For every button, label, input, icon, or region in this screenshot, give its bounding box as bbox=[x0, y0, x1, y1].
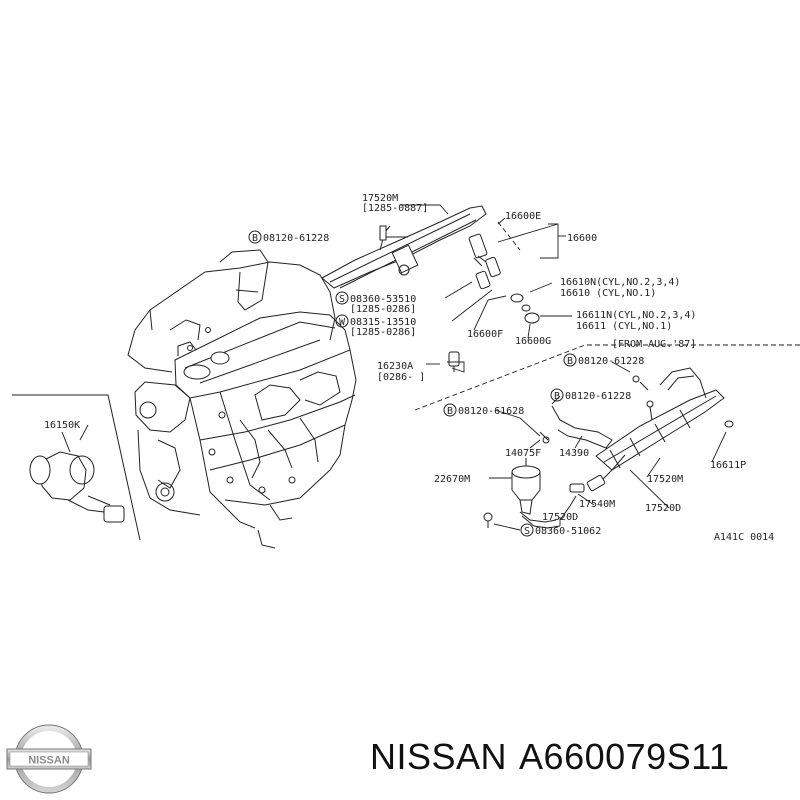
label-17520d-a: 17520D bbox=[645, 503, 681, 514]
fuel-rail-lower bbox=[483, 367, 734, 529]
label-14075f: 14075F bbox=[505, 448, 541, 459]
washer-marker: W bbox=[339, 317, 346, 328]
label-16611p: 16611P bbox=[710, 460, 746, 471]
nissan-logo: NISSAN bbox=[6, 724, 92, 794]
label-17520m-top: 17520M bbox=[362, 193, 398, 204]
label-16230a-range: [0286- ] bbox=[377, 372, 425, 383]
label-14390: 14390 bbox=[559, 448, 589, 459]
label-16600f: 16600F bbox=[467, 329, 503, 340]
label-16230a: 16230A bbox=[377, 361, 413, 372]
label-bolt-08120-61228-c: 08120-61228 bbox=[565, 391, 631, 402]
label-bolt-08120-61228-b: 08120-61228 bbox=[578, 356, 644, 367]
bolt-marker: B bbox=[554, 391, 560, 402]
injector-parts bbox=[448, 233, 540, 372]
label-17520m-bottom: 17520M bbox=[647, 474, 683, 485]
screw-marker: S bbox=[339, 294, 345, 305]
label-16611n: 16611N(CYL,NO.2,3,4) bbox=[576, 310, 696, 321]
label-16150k: 16150K bbox=[44, 420, 80, 431]
label-washer-08315-13510: 08315-13510 bbox=[350, 317, 416, 328]
engine-illustration bbox=[127, 249, 357, 549]
label-16610n: 16610N(CYL,NO.2,3,4) bbox=[560, 277, 680, 288]
label-16600g: 16600G bbox=[515, 336, 551, 347]
screw-marker: S bbox=[524, 526, 530, 537]
label-screw-08360-53510-range: [1285-0286] bbox=[350, 304, 416, 315]
part-number: A660079S11 bbox=[519, 736, 730, 777]
bolt-marker: B bbox=[447, 406, 453, 417]
diagram-code: A141C 0014 bbox=[714, 532, 774, 543]
label-screw-08360-53510: 08360-53510 bbox=[350, 294, 416, 305]
bolt-marker: B bbox=[567, 356, 573, 367]
label-16600: 16600 bbox=[567, 233, 597, 244]
brand-name: NISSAN bbox=[370, 736, 508, 777]
part-title: NISSAN A660079S11 bbox=[370, 736, 790, 786]
label-17540m: 17540M bbox=[579, 499, 615, 510]
logo-text: NISSAN bbox=[28, 755, 70, 767]
fuel-rail-top bbox=[321, 205, 487, 289]
fastener-markers: B S W B B B S bbox=[248, 230, 577, 537]
label-bolt-08120-61228-a: 08120-61228 bbox=[263, 233, 329, 244]
bolt-marker: B bbox=[252, 233, 258, 244]
label-17520m-top-range: [1285-0887] bbox=[362, 203, 428, 214]
label-16610: 16610 (CYL,NO.1) bbox=[560, 288, 656, 299]
variant-boundary bbox=[414, 344, 800, 411]
label-from-aug-87: [FROM AUG.'87] bbox=[612, 339, 696, 350]
leader-lines bbox=[79, 204, 727, 531]
label-washer-08315-13510-range: [1285-0286] bbox=[350, 327, 416, 338]
part-labels: 17520M [1285-0887] 16600E 16600 08120-61… bbox=[44, 193, 774, 543]
label-22670m: 22670M bbox=[434, 474, 470, 485]
label-bolt-08120-61628: 08120-61628 bbox=[458, 406, 524, 417]
label-screw-08360-51062: 08360-51062 bbox=[535, 526, 601, 537]
label-17520d-b: 17520D bbox=[542, 512, 578, 523]
label-16611: 16611 (CYL,NO.1) bbox=[576, 321, 672, 332]
idle-control-inset bbox=[12, 394, 141, 541]
label-16600e: 16600E bbox=[505, 211, 541, 222]
